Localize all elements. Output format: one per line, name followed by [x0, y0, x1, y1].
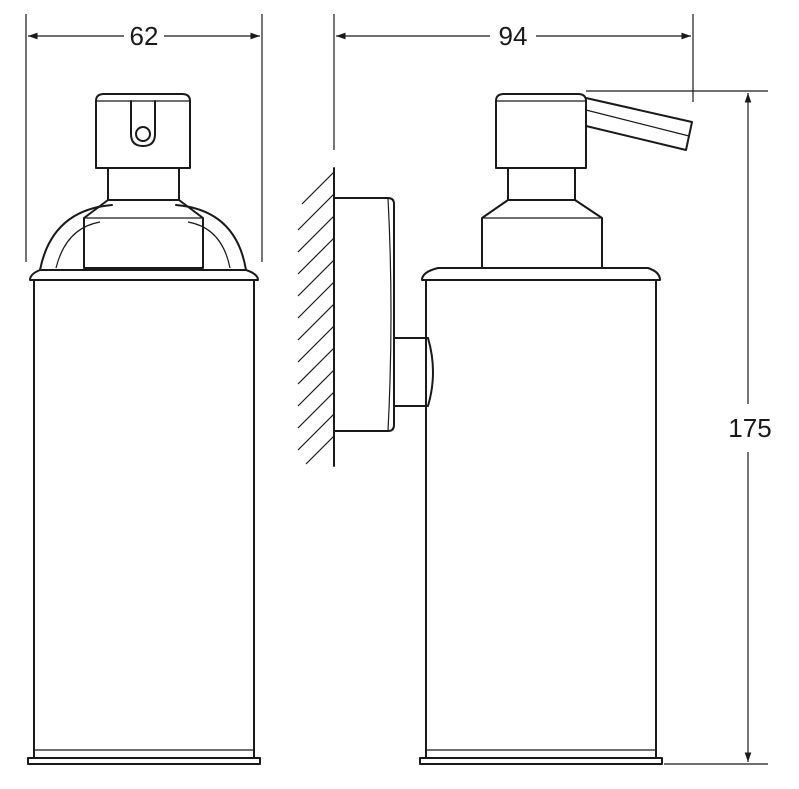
depth-label: 94 — [499, 21, 528, 51]
wall-hatching — [297, 171, 335, 465]
front-bracket-ring — [39, 204, 247, 271]
side-neck — [507, 167, 576, 201]
front-pump-head — [95, 93, 191, 169]
front-shoulder — [29, 269, 259, 281]
front-collar — [83, 199, 204, 269]
side-base — [419, 757, 663, 765]
side-shoulder — [421, 267, 661, 281]
front-view — [27, 93, 261, 765]
wall-mount-plate — [333, 197, 395, 432]
width-label: 62 — [130, 21, 159, 51]
height-label: 175 — [728, 413, 771, 443]
side-lever-nozzle — [585, 97, 693, 151]
side-view — [297, 93, 693, 765]
dimension-depth: 94 — [333, 14, 694, 150]
side-body — [425, 279, 657, 759]
dimension-width: 62 — [25, 14, 263, 262]
mount-arm — [393, 337, 434, 407]
side-collar — [481, 199, 603, 269]
side-pump-head — [495, 93, 587, 169]
front-body — [33, 279, 255, 759]
dimension-height: 175 — [586, 90, 772, 765]
front-nozzle-slot — [130, 100, 156, 147]
front-nozzle-hole — [135, 126, 151, 142]
front-neck — [107, 167, 180, 201]
front-base — [27, 757, 261, 765]
